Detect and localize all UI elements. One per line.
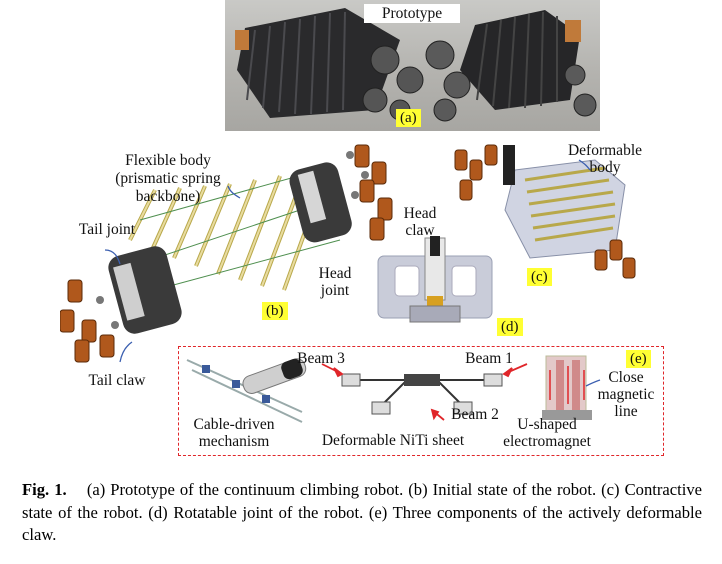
cable-driven-label-line2: mechanism <box>198 433 270 450</box>
cable-driven-label-line1: Cable-driven <box>193 416 275 433</box>
tail-claw-label: Tail claw <box>88 372 146 389</box>
robot-initial-state-drawing <box>60 144 393 363</box>
panel-b-tag: (b) <box>262 302 288 320</box>
u-shaped-label-line1: U-shaped <box>517 416 577 433</box>
head-joint-label-line1: Head <box>318 265 352 282</box>
tail-joint-label: Tail joint <box>78 221 136 238</box>
beam3-label: Beam 3 <box>297 350 345 367</box>
panel-e-tag: (e) <box>626 350 651 368</box>
robot-contractive-state-drawing <box>454 144 636 279</box>
beam2-label: Beam 2 <box>451 406 499 423</box>
deformable-body-label-line1: Deformable <box>567 142 643 159</box>
u-shaped-label-line2: electromagnet <box>503 433 591 450</box>
head-joint-label-line2: joint <box>320 282 350 299</box>
niti-sheet-label: Deformable NiTi sheet <box>321 432 465 449</box>
claw-components-drawing <box>186 355 601 423</box>
close-magnetic-line-label-1: Close <box>608 369 644 386</box>
panel-e-dashed-box <box>178 346 664 456</box>
head-claw-label-line2: claw <box>405 222 435 239</box>
flexible-body-label-line2: (prismatic spring <box>115 170 221 187</box>
close-magnetic-line-label-3: line <box>614 403 638 420</box>
figure-caption: Fig. 1. (a) Prototype of the continuum c… <box>22 479 702 547</box>
panel-c-tag: (c) <box>527 268 552 286</box>
panel-d-tag: (d) <box>497 318 523 336</box>
beam1-label: Beam 1 <box>465 350 513 367</box>
figure-caption-text: (a) Prototype of the continuum climbing … <box>22 480 703 544</box>
close-magnetic-line-label-2: magnetic <box>597 386 655 403</box>
panel-a-title: Prototype <box>364 4 460 23</box>
panel-a-tag: (a) <box>396 109 421 127</box>
figure-label: Fig. 1. <box>22 480 67 499</box>
flexible-body-label-line3: backbone) <box>135 188 201 205</box>
flexible-body-label-line1: Flexible body <box>125 152 211 169</box>
head-claw-label-line1: Head <box>403 205 437 222</box>
rotatable-joint-drawing <box>377 236 493 323</box>
deformable-body-label-line2: body <box>589 159 621 176</box>
